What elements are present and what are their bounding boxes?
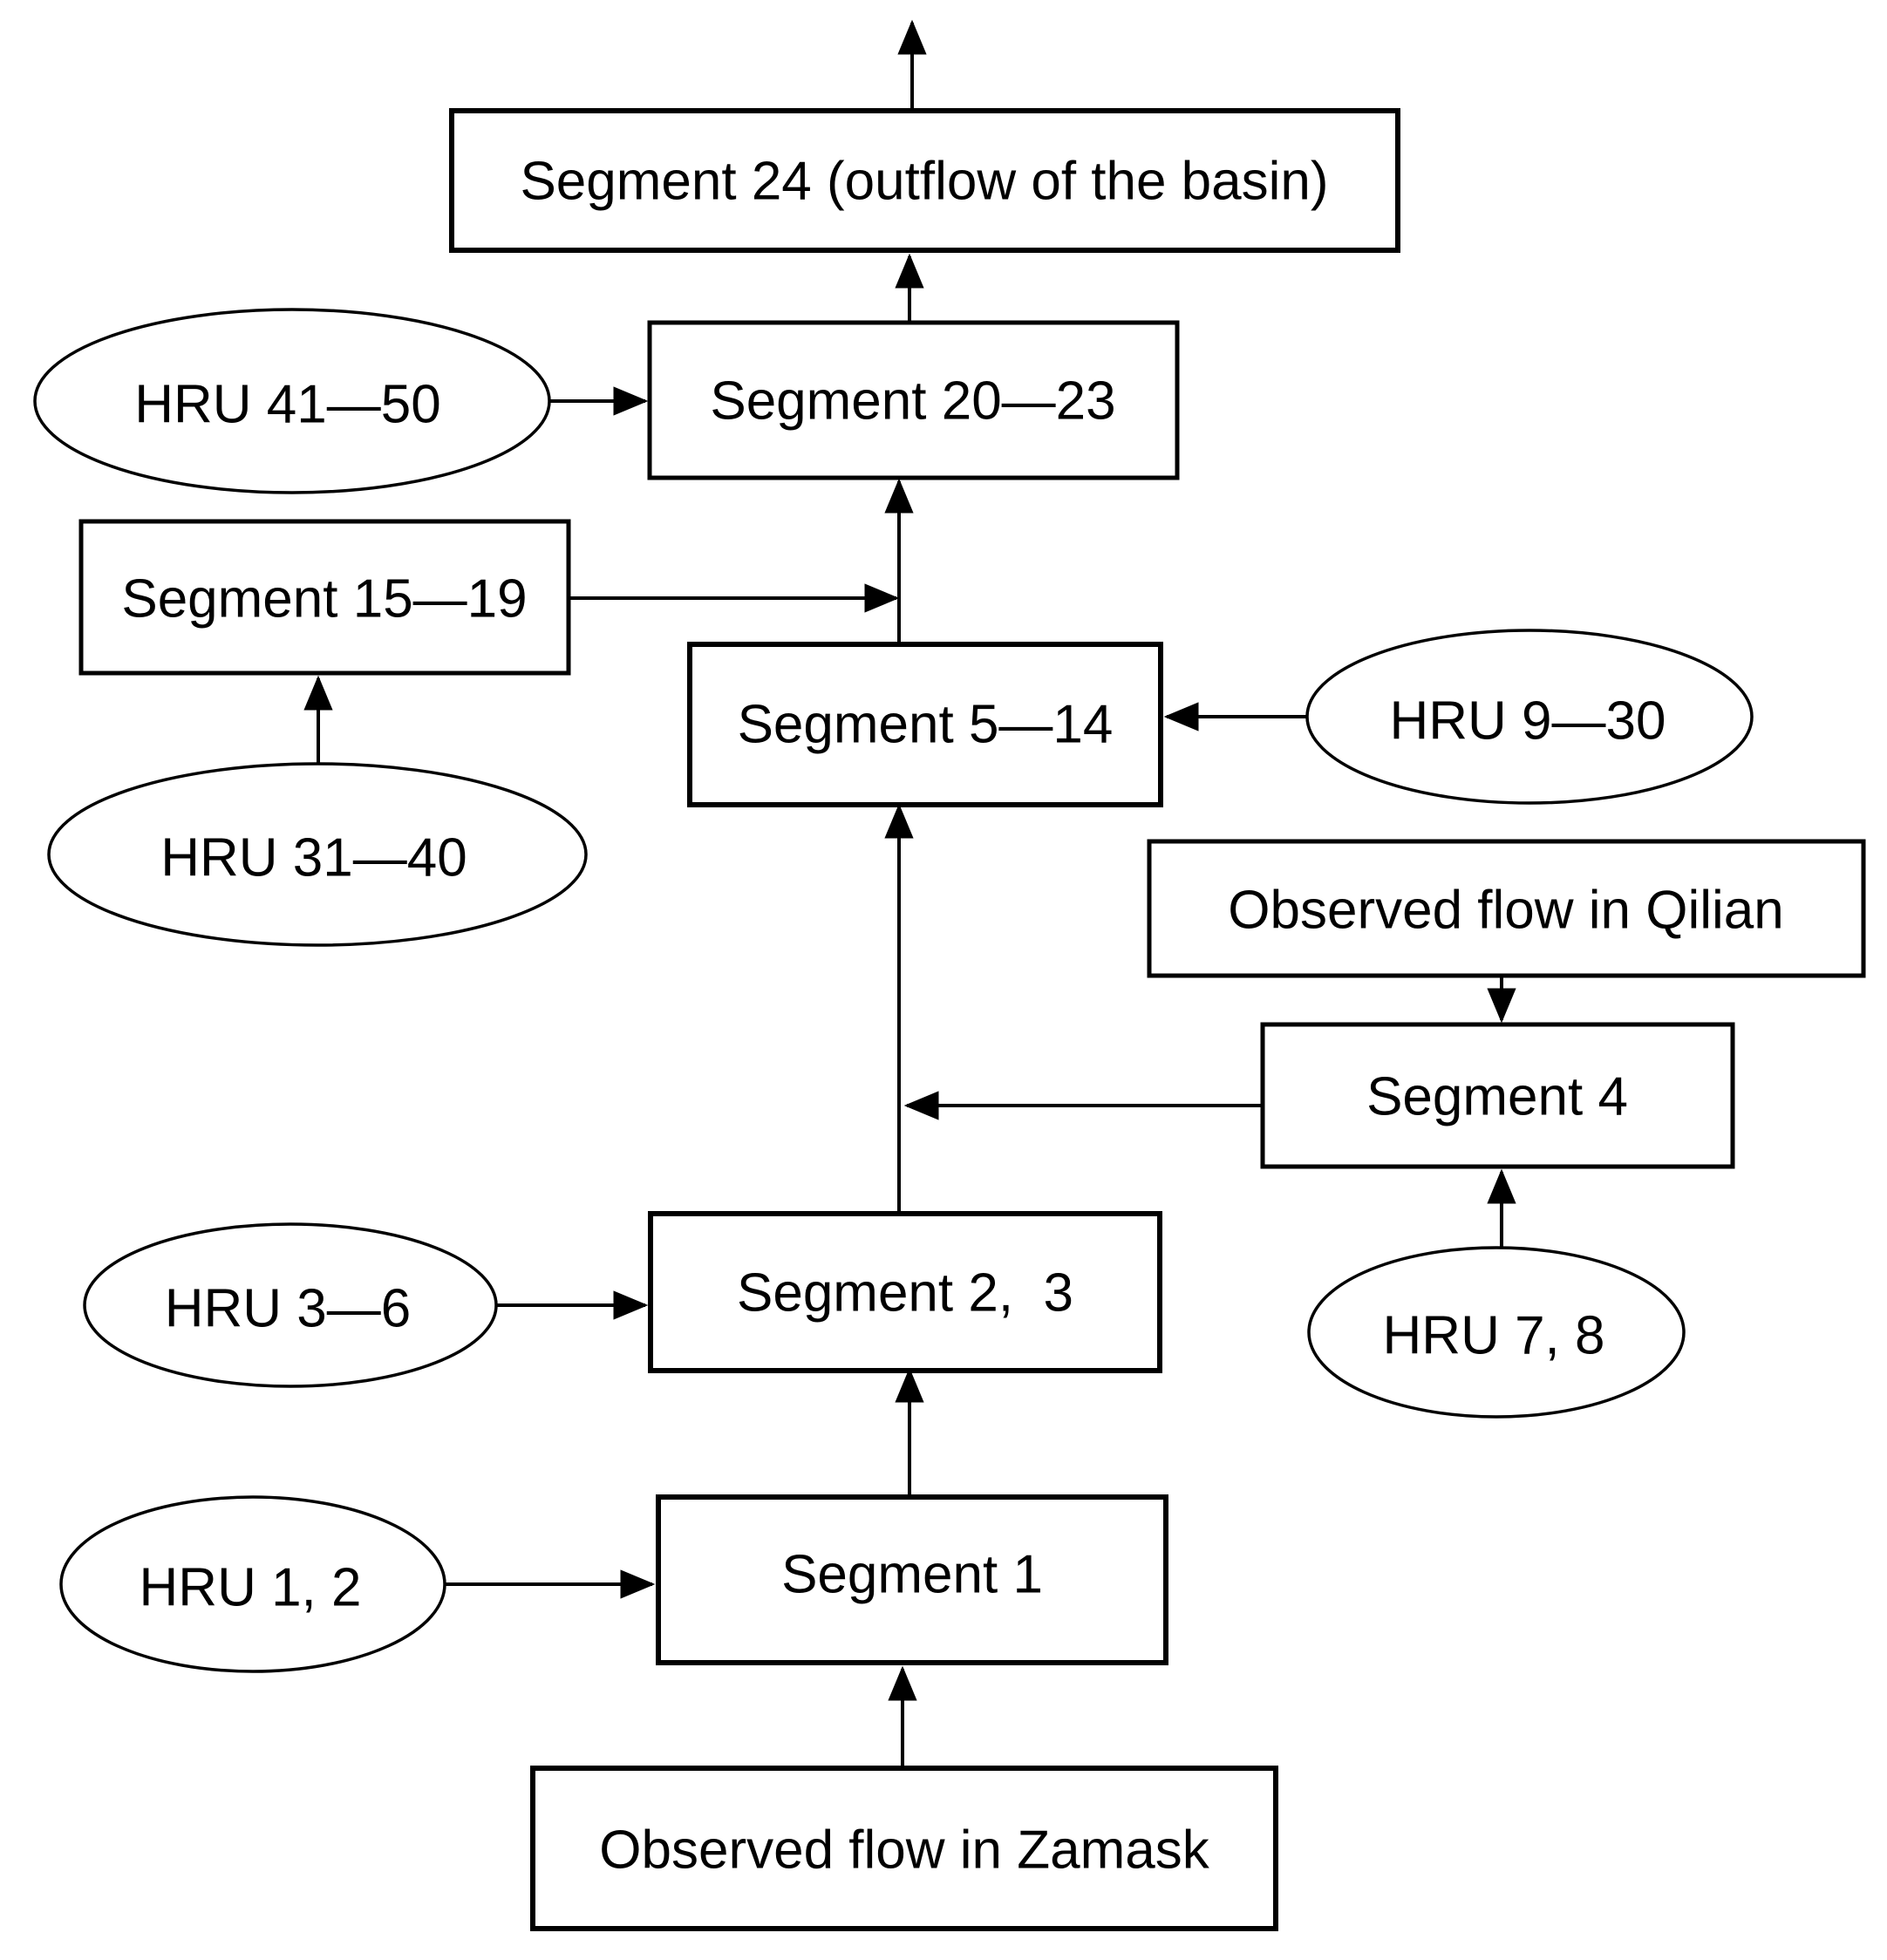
segment-20-23-label: Segment 20—23 — [710, 371, 1115, 432]
hru-3-6-label: HRU 3—6 — [165, 1279, 412, 1339]
segment-4-label: Segment 4 — [1366, 1067, 1628, 1127]
segment-1-box — [656, 1494, 1168, 1665]
hru-41-50-ellipse — [33, 308, 551, 494]
hru-31-40-label: HRU 31—40 — [160, 828, 467, 888]
node-segment-24: Segment 24 (outflow of the basin) — [449, 108, 1400, 253]
hru-41-50-label: HRU 41—50 — [134, 375, 440, 435]
hru-9-30-ellipse — [1305, 629, 1754, 805]
node-hru-3-6: HRU 3—6 — [83, 1222, 498, 1388]
node-hru-41-50: HRU 41—50 — [33, 308, 551, 494]
observed-flow-zamask-box — [530, 1766, 1278, 1931]
node-observed-flow-qilian: Observed flow in Qilian — [1147, 839, 1866, 978]
node-observed-flow-zamask: Observed flow in Zamask — [530, 1766, 1278, 1931]
node-hru-31-40: HRU 31—40 — [47, 762, 588, 947]
node-segment-4: Segment 4 — [1260, 1022, 1735, 1169]
node-segment-1: Segment 1 — [656, 1494, 1168, 1665]
segment-15-19-box — [78, 519, 571, 676]
segment-5-14-box — [687, 642, 1163, 807]
observed-flow-zamask-label: Observed flow in Zamask — [599, 1820, 1209, 1881]
observed-flow-qilian-label: Observed flow in Qilian — [1228, 881, 1784, 941]
segment-4-box — [1260, 1022, 1735, 1169]
hru-7-8-label: HRU 7, 8 — [1383, 1306, 1605, 1366]
node-hru-7-8: HRU 7, 8 — [1307, 1246, 1686, 1419]
hru-1-2-label: HRU 1, 2 — [140, 1558, 362, 1618]
segment-20-23-box — [647, 320, 1180, 480]
node-hru-1-2: HRU 1, 2 — [59, 1495, 446, 1673]
node-segment-15-19: Segment 15—19 — [78, 519, 571, 676]
hru-3-6-ellipse — [83, 1222, 498, 1388]
segment-2-3-label: Segment 2, 3 — [737, 1263, 1073, 1324]
segment-1-label: Segment 1 — [781, 1545, 1043, 1605]
segment-2-3-box — [648, 1211, 1162, 1373]
segment-24-label: Segment 24 (outflow of the basin) — [520, 152, 1328, 212]
node-segment-5-14: Segment 5—14 — [687, 642, 1163, 807]
segment-15-19-label: Segment 15—19 — [121, 569, 527, 630]
node-segment-20-23: Segment 20—23 — [647, 320, 1180, 480]
segment-5-14-label: Segment 5—14 — [738, 695, 1114, 755]
hru-9-30-label: HRU 9—30 — [1390, 691, 1666, 752]
node-segment-2-3: Segment 2, 3 — [648, 1211, 1162, 1373]
segment-24-box — [449, 108, 1400, 253]
hru-7-8-ellipse — [1307, 1246, 1686, 1419]
observed-flow-qilian-box — [1147, 839, 1866, 978]
hru-31-40-ellipse — [47, 762, 588, 947]
hru-1-2-ellipse — [59, 1495, 446, 1673]
node-hru-9-30: HRU 9—30 — [1305, 629, 1754, 805]
